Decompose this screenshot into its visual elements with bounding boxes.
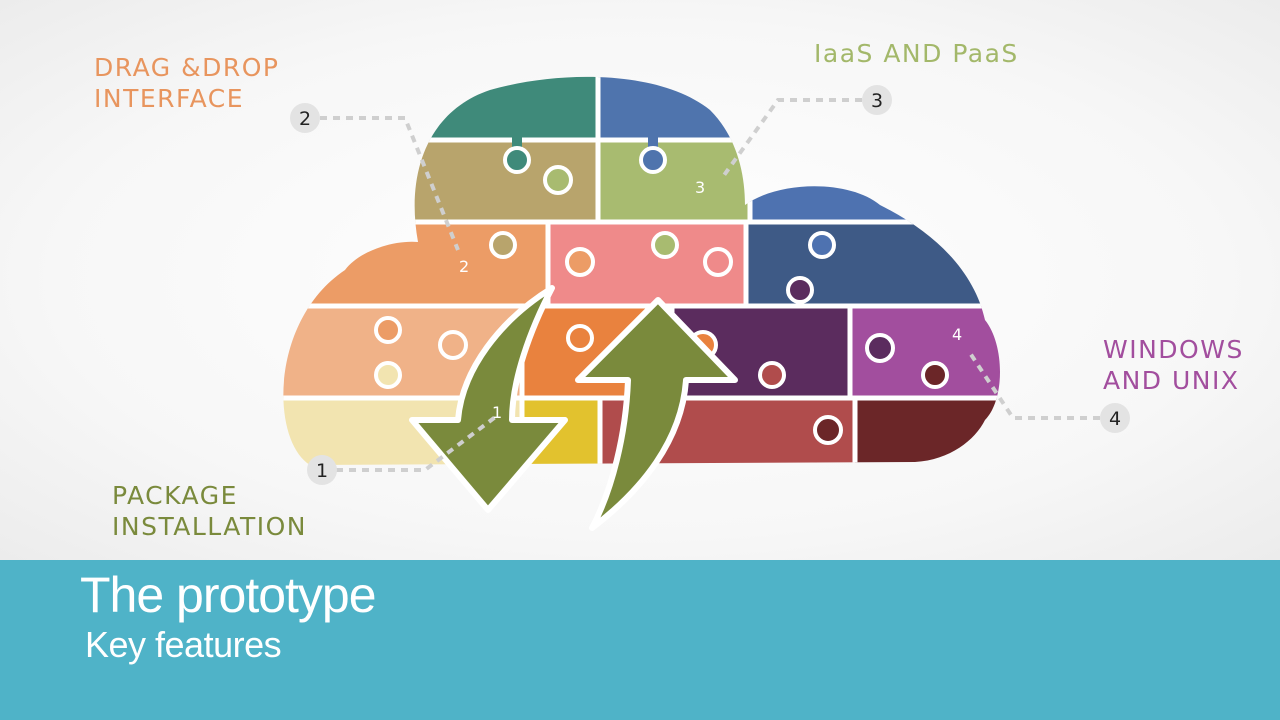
puzzle-piece (595, 137, 753, 225)
leader-line-2 (320, 116, 460, 251)
marker-1: 1 (307, 455, 337, 485)
feature-label-line: WINDOWS (1103, 335, 1244, 364)
puzzle-piece (852, 395, 1001, 465)
puzzle-piece (747, 137, 1001, 225)
title-banner (0, 560, 1280, 720)
feature-label-windows-unix: WINDOWS AND UNIX (1103, 334, 1244, 396)
feature-label-line: PACKAGE (112, 481, 238, 510)
inner-number-4: 4 (952, 325, 962, 344)
feature-label-package-installation: PACKAGE INSTALLATION (112, 480, 307, 542)
feature-label-line: IaaS AND PaaS (814, 39, 1019, 68)
feature-label-line: AND UNIX (1103, 366, 1240, 395)
puzzle-piece (283, 76, 601, 143)
marker-number: 2 (299, 108, 311, 130)
slide-subtitle: Key features (85, 624, 282, 665)
feature-label-line: INTERFACE (94, 84, 245, 113)
cloud-puzzle-diagram: 1 2 3 4 1 2 3 4 (283, 76, 1130, 531)
feature-label-line: INSTALLATION (112, 512, 307, 541)
marker-number: 3 (871, 90, 883, 112)
marker-number: 1 (316, 460, 328, 482)
marker-3: 3 (862, 85, 892, 115)
leader-lines (320, 98, 1100, 472)
inner-number-3: 3 (695, 178, 705, 197)
sync-arrows-icon (409, 285, 738, 531)
inner-number-1: 1 (492, 403, 502, 422)
leader-line-4 (966, 348, 1100, 420)
feature-label-drag-drop: DRAG &DROP INTERFACE (94, 52, 279, 114)
inner-number-2: 2 (459, 257, 469, 276)
marker-number: 4 (1109, 408, 1121, 430)
diagram-area: 1 2 3 4 1 2 3 4 DRAG &DROP INTERFACE Iaa… (0, 0, 1280, 560)
leader-line-3 (720, 98, 862, 180)
feature-label-line: DRAG &DROP (94, 53, 280, 82)
feature-label-iaas-paas: IaaS AND PaaS (814, 38, 1019, 69)
marker-2: 2 (290, 103, 320, 133)
leader-line-1 (336, 413, 500, 472)
slide-title: The prototype (80, 567, 377, 623)
marker-4: 4 (1100, 403, 1130, 433)
